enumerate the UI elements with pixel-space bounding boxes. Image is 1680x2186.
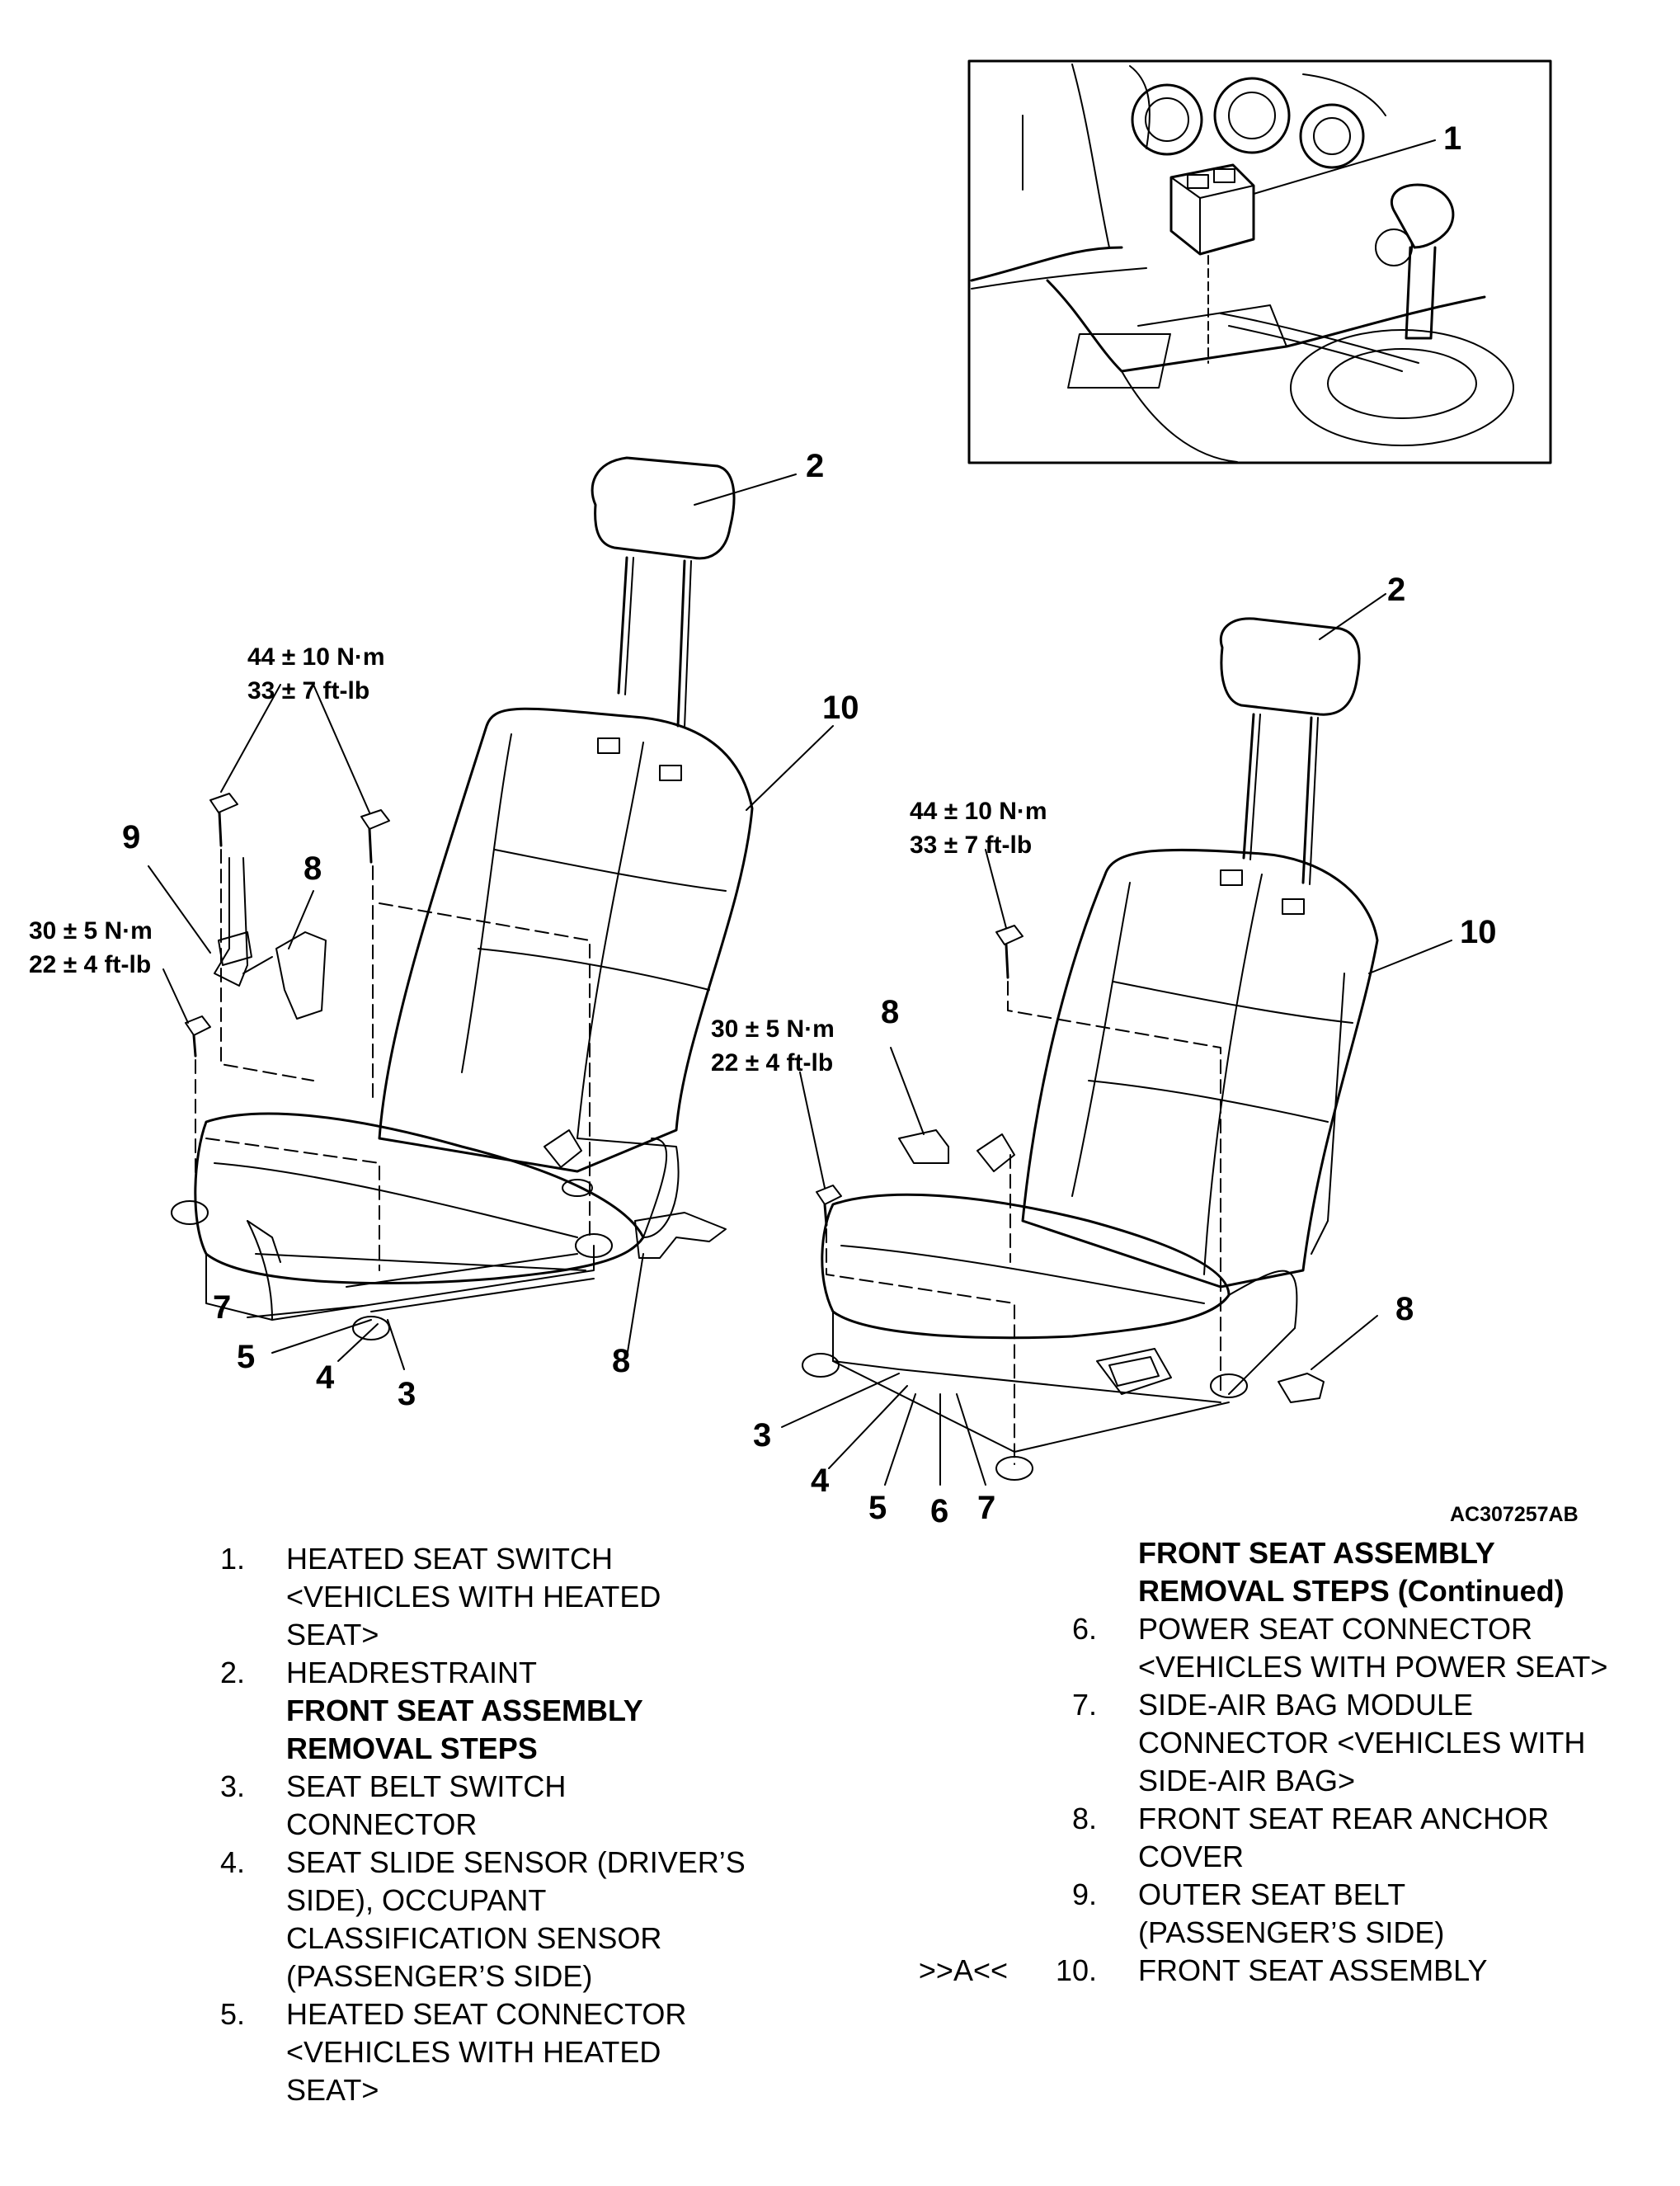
torque-metric: 30 ± 5 N·m — [29, 917, 153, 945]
legend-item-8: 8. FRONT SEAT REAR ANCHOR COVER — [1072, 1800, 1607, 1876]
item-text: SIDE-AIR BAG> — [1138, 1764, 1356, 1797]
item-text: (PASSENGER’S SIDE) — [1138, 1915, 1445, 1949]
item-text: OUTER SEAT BELT — [1138, 1877, 1406, 1911]
torque-imperial: 22 ± 4 ft-lb — [711, 1049, 834, 1077]
callout-8-left-lower: 8 — [612, 1343, 631, 1379]
callout-8-left-upper: 8 — [304, 850, 322, 887]
item-text: HEADRESTRAINT — [286, 1656, 538, 1689]
callout-8-right-lower: 8 — [1395, 1291, 1414, 1327]
legend-item-9: 9. OUTER SEAT BELT (PASSENGER’S SIDE) — [1072, 1876, 1607, 1952]
item-text: CONNECTOR — [286, 1807, 478, 1841]
torque-metric: 44 ± 10 N·m — [910, 798, 1047, 825]
item-text: HEATED SEAT CONNECTOR — [286, 1997, 687, 2031]
callout-4-right: 4 — [811, 1463, 830, 1499]
item-number: 3. — [219, 1769, 245, 1803]
item-text: COVER — [1138, 1840, 1245, 1873]
torque-spec-right-top: 44 ± 10 N·m 33 ± 7 ft-lb — [910, 794, 1047, 862]
item-text: SEAT> — [286, 1618, 379, 1651]
torque-spec-left-top: 44 ± 10 N·m 33 ± 7 ft-lb — [247, 640, 385, 708]
legend-right-column: FRONT SEAT ASSEMBLY REMOVAL STEPS (Contin… — [919, 1534, 1608, 1990]
legend-item-4: 4. SEAT SLIDE SENSOR (DRIVER’S SIDE), OCCU… — [220, 1844, 746, 1995]
item-text: <VEHICLES WITH HEATED — [286, 1580, 661, 1614]
heading-text: FRONT SEAT ASSEMBLY — [286, 1694, 643, 1727]
torque-metric: 44 ± 10 N·m — [247, 643, 385, 671]
torque-spec-right-side: 30 ± 5 N·m 22 ± 4 ft-lb — [711, 1012, 835, 1080]
callout-3-right: 3 — [753, 1417, 772, 1453]
figure-id: AC307257AB — [1450, 1503, 1579, 1526]
heading-text: REMOVAL STEPS — [286, 1731, 538, 1765]
torque-spec-left-side: 30 ± 5 N·m 22 ± 4 ft-lb — [29, 914, 153, 982]
callout-3-left: 3 — [398, 1376, 416, 1412]
item-text: <VEHICLES WITH POWER SEAT> — [1138, 1650, 1608, 1684]
item-text: CONNECTOR <VEHICLES WITH — [1138, 1726, 1586, 1760]
item-text: CLASSIFICATION SENSOR — [286, 1921, 662, 1955]
torque-imperial: 22 ± 4 ft-lb — [29, 951, 152, 978]
legend-item-6: 6. POWER SEAT CONNECTOR <VEHICLES WITH POW… — [1072, 1610, 1608, 1686]
item-text: SIDE), OCCUPANT — [286, 1883, 547, 1917]
callout-4-left: 4 — [316, 1359, 335, 1396]
legend-heading-continued: FRONT SEAT ASSEMBLY REMOVAL STEPS (Contin… — [1138, 1534, 1607, 1610]
callout-1-inset: 1 — [1443, 120, 1462, 157]
torque-imperial: 33 ± 7 ft-lb — [247, 677, 370, 704]
right-seat-illustration — [781, 593, 1452, 1486]
item-number: 6. — [1071, 1612, 1097, 1646]
item-text: SEAT BELT SWITCH — [286, 1769, 567, 1803]
torque-metric: 30 ± 5 N·m — [711, 1015, 835, 1043]
item-text: FRONT SEAT REAR ANCHOR — [1138, 1802, 1550, 1835]
item-text: <VEHICLES WITH HEATED — [286, 2035, 661, 2069]
callout-7-right: 7 — [977, 1490, 996, 1526]
legend-item-3: 3. SEAT BELT SWITCH CONNECTOR — [220, 1768, 746, 1844]
exploded-view-figure: 1 2 10 9 8 7 5 4 3 8 2 10 8 8 3 4 5 6 7 … — [29, 59, 1579, 1529]
item-text: HEATED SEAT SWITCH — [286, 1542, 614, 1576]
item-number: 5. — [219, 1997, 245, 2031]
item-number: 9. — [1071, 1877, 1097, 1911]
callout-5-right: 5 — [868, 1490, 887, 1526]
item-text: (PASSENGER’S SIDE) — [286, 1959, 593, 1993]
legend-item-10: >>A<< 10. FRONT SEAT ASSEMBLY — [919, 1952, 1607, 1990]
callout-2-left: 2 — [806, 448, 825, 484]
legend-left-column: 1. HEATED SEAT SWITCH <VEHICLES WITH HEATE… — [220, 1540, 746, 2109]
legend-item-1: 1. HEATED SEAT SWITCH <VEHICLES WITH HEATE… — [220, 1540, 746, 1654]
callout-6-right: 6 — [930, 1493, 949, 1529]
callout-9-left: 9 — [122, 819, 141, 855]
item-text: POWER SEAT CONNECTOR — [1138, 1612, 1533, 1646]
item-number: 8. — [1071, 1802, 1097, 1835]
callout-10-right: 10 — [1460, 914, 1497, 950]
legend-item-7: 7. SIDE-AIR BAG MODULE CONNECTOR <VEHICLES… — [1072, 1686, 1607, 1800]
callout-2-right: 2 — [1387, 572, 1406, 608]
legend-heading: FRONT SEAT ASSEMBLY REMOVAL STEPS — [286, 1692, 746, 1768]
callout-8-right-upper: 8 — [881, 994, 900, 1030]
item-number: 4. — [219, 1845, 245, 1879]
legend-item-2: 2. HEADRESTRAINT — [220, 1654, 746, 1692]
callout-7-left: 7 — [213, 1289, 232, 1326]
item-number: 10. — [1055, 1953, 1097, 1987]
heading-text: REMOVAL STEPS (Continued) — [1138, 1574, 1565, 1608]
item-text: SEAT SLIDE SENSOR (DRIVER’S — [286, 1845, 746, 1879]
item-text: FRONT SEAT ASSEMBLY — [1138, 1953, 1488, 1987]
item-text: SEAT> — [286, 2073, 379, 2107]
heading-text: FRONT SEAT ASSEMBLY — [1138, 1536, 1495, 1570]
item-number: 7. — [1071, 1688, 1097, 1722]
left-seat-illustration — [148, 456, 834, 1370]
callout-5-left: 5 — [237, 1339, 256, 1375]
torque-imperial: 33 ± 7 ft-lb — [910, 832, 1033, 859]
item-number: 1. — [219, 1542, 245, 1576]
legend-item-5: 5. HEATED SEAT CONNECTOR <VEHICLES WITH HE… — [220, 1995, 746, 2109]
item-number: 2. — [219, 1656, 245, 1689]
callout-10-left: 10 — [822, 690, 859, 726]
inset-console-illustration — [967, 59, 1552, 464]
reference-mark: >>A<< — [918, 1953, 1008, 1987]
item-text: SIDE-AIR BAG MODULE — [1138, 1688, 1474, 1722]
